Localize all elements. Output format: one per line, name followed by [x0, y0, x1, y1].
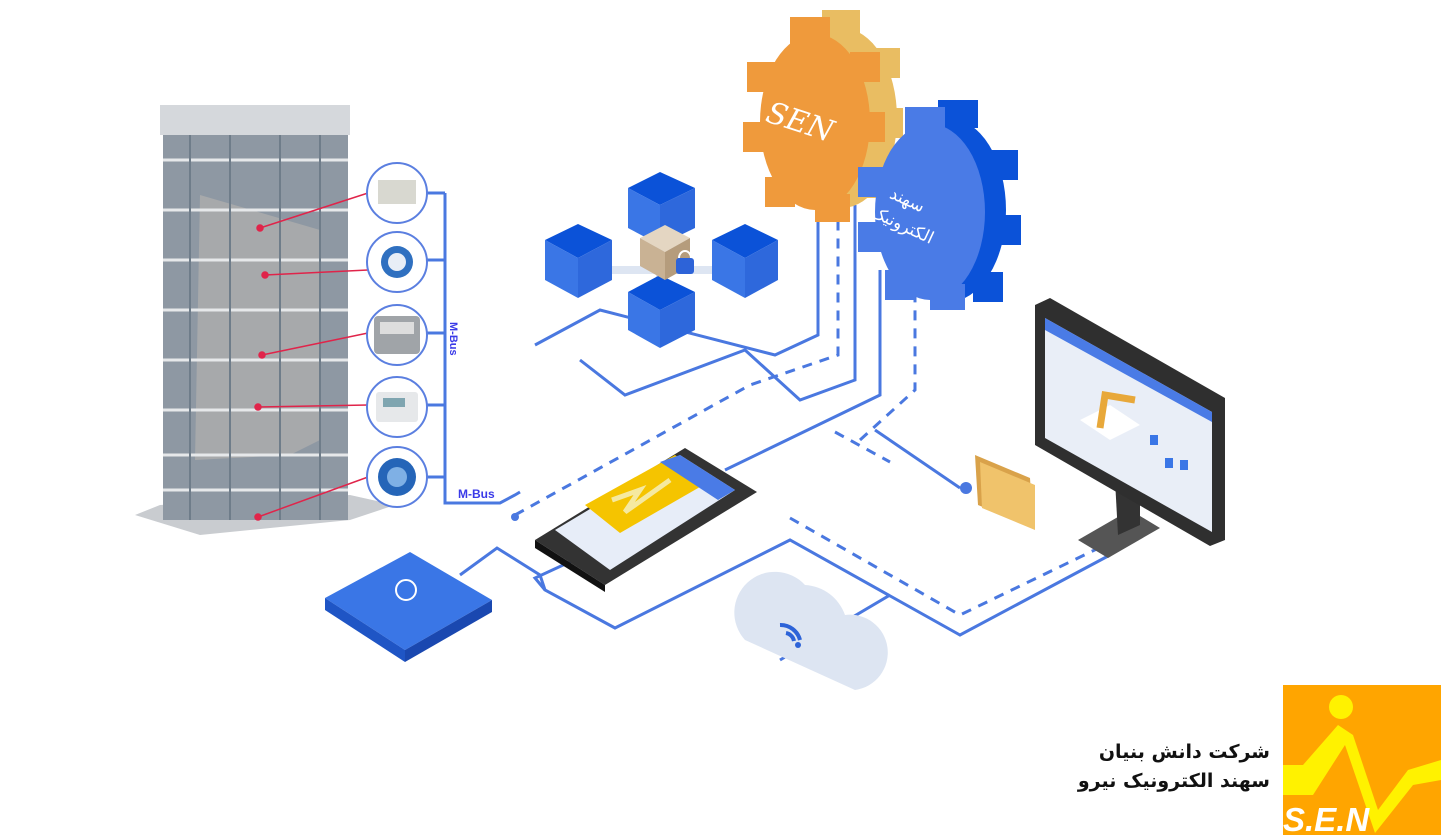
gateway-device-icon	[325, 552, 492, 662]
company-line1: شرکت دانش بنیان	[1098, 741, 1270, 763]
blockchain-cubes-icon	[545, 172, 778, 348]
company-line2: سهند الکترونیک نیرو	[1077, 770, 1270, 792]
meter-links	[254, 192, 369, 521]
monitor-icon	[1035, 298, 1225, 558]
logo-text: S.E.N	[1283, 801, 1370, 835]
slider-controls-icon	[1150, 435, 1188, 470]
node-dot	[960, 482, 972, 494]
company-name: شرکت دانش بنیان سهند الکترونیک نیرو	[1077, 738, 1270, 796]
folder-icon	[975, 455, 1035, 530]
building-illustration	[135, 105, 395, 535]
cloud-wifi-icon	[734, 571, 888, 690]
smartphone-icon	[535, 448, 757, 592]
mbus-label-horizontal: M-Bus	[458, 487, 495, 501]
logo-wave-icon	[1283, 695, 1441, 833]
robot-arm-icon	[1096, 390, 1136, 429]
mbus-label-vertical: M-Bus	[447, 322, 459, 356]
sen-logo: S.E.N	[1283, 685, 1441, 835]
lock-icon	[676, 258, 694, 274]
meter-details	[374, 180, 420, 496]
gear-blue-icon: سهند الکترونیک	[858, 100, 1021, 310]
node-dot	[511, 513, 519, 521]
